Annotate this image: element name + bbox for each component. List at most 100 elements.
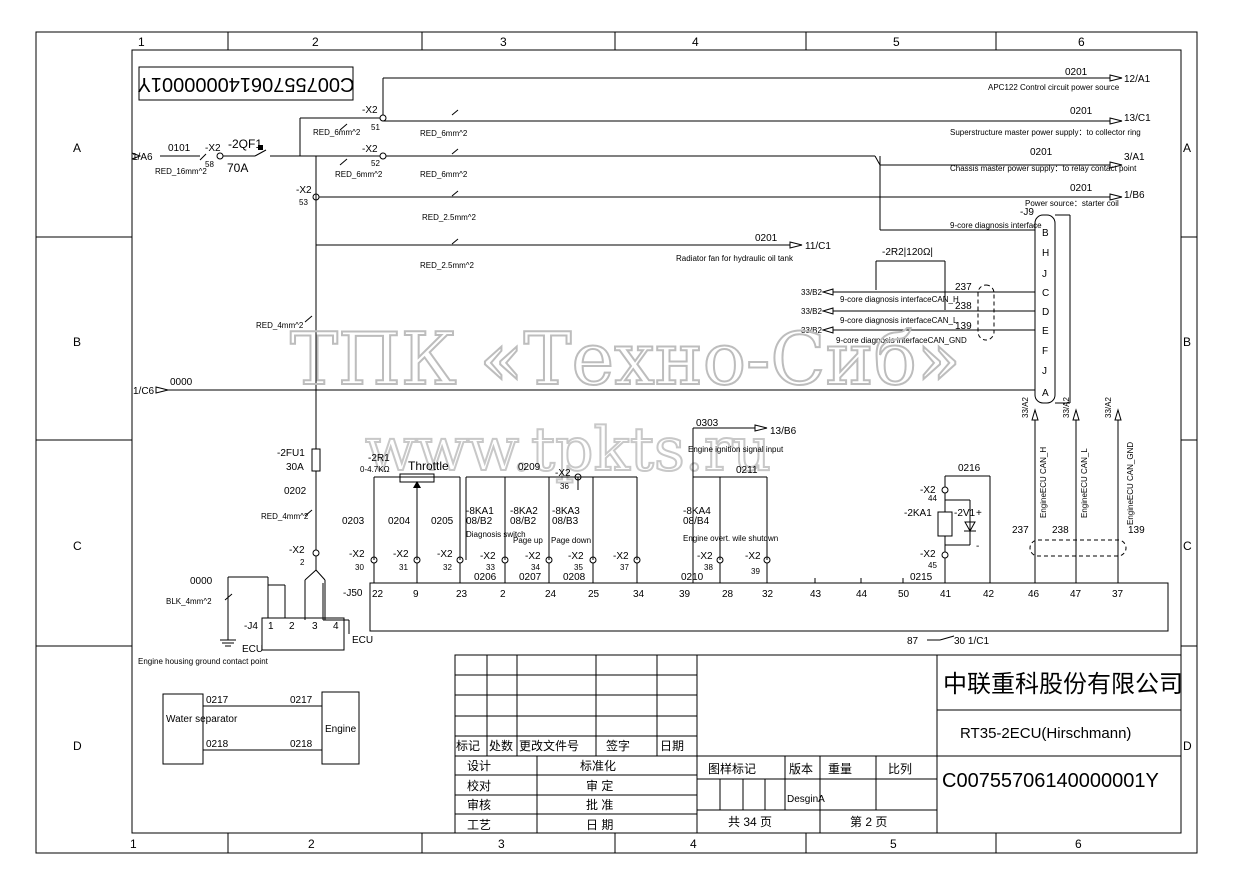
power-arrows — [789, 74, 1123, 249]
cross-ref: 3/A1 — [1124, 152, 1145, 163]
column-markers-bottom: 1 2 3 4 5 6 — [130, 837, 1082, 851]
sign-role: 工艺 — [467, 818, 491, 832]
ecu-term-label: -X2 — [393, 549, 409, 560]
j50-pin: 25 — [588, 589, 600, 600]
wire-label: 0201 — [755, 233, 778, 244]
cable-label: RED_4mm^2 — [261, 512, 309, 521]
rev-header: 签字 — [606, 738, 630, 753]
relay-desc: Page down — [551, 536, 591, 545]
doc-code: C00755706140000001Y — [942, 770, 1159, 792]
mirrored-doc-code: C00755706140000001Y — [138, 66, 355, 101]
terminal-label: -X2 — [296, 185, 312, 196]
can-desc: 9-core diagnosis interfaceCAN_L — [840, 316, 958, 325]
relay-desc: Page up — [513, 536, 543, 545]
wire-label: 0209 — [518, 462, 541, 473]
relay-name: -2KA1 — [904, 508, 932, 519]
breaker-wire: 0101 — [168, 143, 191, 154]
row-label: A — [1183, 141, 1191, 155]
can-ecu-wire: 238 — [1052, 525, 1069, 536]
j50-label: ECU — [352, 635, 373, 646]
cable-label: RED_2.5mm^2 — [422, 213, 477, 222]
j50-pin-labels: 22 9 23 2 24 25 34 39 28 32 43 44 50 41 … — [372, 589, 1124, 600]
connector-pin: J — [1042, 269, 1047, 280]
diagnosis-connector — [155, 214, 1071, 404]
can-ecu-ref: 33/A2 — [1104, 397, 1113, 418]
diode-plus: + — [976, 508, 982, 519]
j50-pin: 28 — [722, 589, 734, 600]
ground-wire: 0000 — [170, 377, 193, 388]
terminal-pin: 53 — [299, 198, 308, 207]
rev-header: 处数 — [489, 738, 513, 753]
can-ecu-desc: EngineECU CAN_GND — [1126, 442, 1135, 525]
relay-desc: Engine overt. wile shutdwn — [683, 534, 778, 543]
mirrored-doc-code-text: C00755706140000001Y — [138, 73, 355, 95]
can-ecu-ref: 33/A2 — [1062, 397, 1071, 418]
connector-name: -J9 — [1020, 207, 1034, 218]
ecu-term-label: -X2 — [697, 551, 713, 562]
cable-label: RED_6mm^2 — [420, 129, 468, 138]
row-label: D — [73, 739, 82, 753]
col-label: 2 — [312, 35, 319, 49]
col-label: 1 — [138, 35, 145, 49]
j4-pin: 2 — [289, 621, 295, 632]
j50-pin: 34 — [633, 589, 645, 600]
wire-label: 0206 — [474, 572, 497, 583]
j50-pin: 39 — [679, 589, 691, 600]
wire-label: 0201 — [1030, 147, 1053, 158]
sign-role: 标准化 — [580, 759, 616, 773]
wire-label: 0210 — [681, 572, 704, 583]
j4-ground-wire: 0000 — [190, 576, 213, 587]
terminal-label: -X2 — [555, 468, 571, 479]
ecu-term-label: -X2 — [525, 551, 541, 562]
throttle-wire: 0205 — [431, 516, 454, 527]
j4-connector — [220, 576, 345, 651]
ground-source: 1/C6 — [133, 386, 155, 397]
fuse-section — [304, 390, 326, 620]
resistor-label: -2R2|120Ω| — [882, 247, 933, 258]
j4-pin: 4 — [333, 621, 339, 632]
relay-term: -X2 — [920, 485, 936, 496]
sign-role: 审 定 — [586, 778, 613, 793]
cable-label: RED_4mm^2 — [256, 321, 304, 330]
ecu-terminal-circles — [370, 556, 771, 583]
j50-pin: 46 — [1028, 589, 1040, 600]
j4-label: ECU — [242, 644, 263, 655]
cross-ref: 1/B6 — [1124, 190, 1145, 201]
row-label: B — [1183, 335, 1191, 349]
breaker-terminal: -X2 — [205, 143, 221, 154]
relay-desc: Diagnosis switch — [466, 530, 526, 539]
connector-pin: F — [1042, 346, 1048, 357]
throttle-wire: 0204 — [388, 516, 411, 527]
throttle-wire: 0203 — [342, 516, 365, 527]
col-label: 6 — [1078, 35, 1085, 49]
connector-pin: D — [1042, 307, 1049, 318]
terminal-label: -X2 — [362, 144, 378, 155]
model-name: RT35-2ECU(Hirschmann) — [960, 725, 1131, 742]
can-ecu-desc: EngineECU CAN_L — [1080, 448, 1089, 518]
relay-sub: 08/B4 — [683, 516, 710, 527]
col-label: 2 — [308, 837, 315, 851]
cross-ref: 13/C1 — [1124, 113, 1151, 124]
row-markers: A B C D A B C D — [73, 141, 1192, 753]
relay-sub: 08/B2 — [466, 516, 493, 527]
page-number: 第 2 页 — [850, 815, 887, 829]
col-label: 5 — [890, 837, 897, 851]
j50-pin: 9 — [413, 589, 419, 600]
throttle-section — [373, 473, 461, 560]
meta-header: 图样标记 — [708, 761, 756, 776]
contact-87: 87 — [907, 636, 919, 647]
terminal-pin: 36 — [560, 482, 569, 491]
wire-label: 0208 — [563, 572, 586, 583]
cross-ref: 11/C1 — [805, 241, 831, 252]
wire-desc: Radiator fan for hydraulic oil tank — [676, 254, 794, 263]
row-label: B — [73, 335, 81, 349]
wire-label: 0201 — [1065, 67, 1088, 78]
breaker-pin: 58 — [205, 160, 214, 169]
ecu-term-label: -X2 — [745, 551, 761, 562]
watermark-company: ТПК «Техно-Сиб» — [290, 317, 961, 401]
ecu-term-pin: 37 — [620, 563, 629, 572]
j50-pin: 43 — [810, 589, 822, 600]
wire-label: 0215 — [910, 572, 933, 583]
total-pages: 共 34 页 — [728, 815, 772, 829]
throttle-label: Throttle — [408, 459, 449, 473]
